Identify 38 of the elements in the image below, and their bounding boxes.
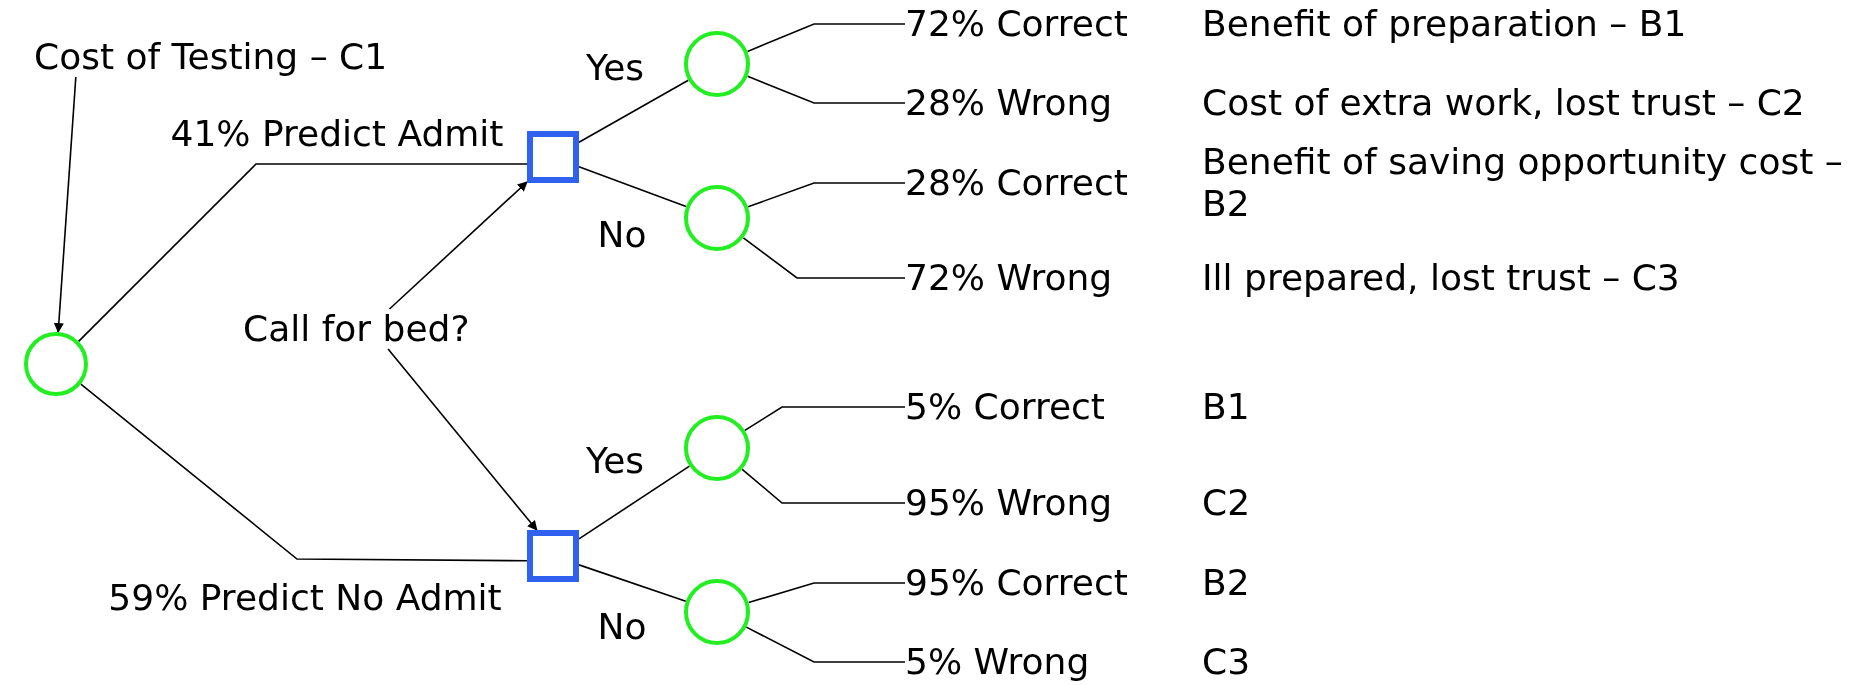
outcome-label: 95% Wrong <box>905 483 1113 523</box>
outcome-description: B2 <box>1202 562 1251 604</box>
branch-line <box>746 23 906 53</box>
outcome-label: 95% Correct <box>905 563 1128 603</box>
arrow <box>388 181 528 310</box>
decision-square <box>527 131 579 183</box>
outcome-description: Cost of extra work, lost trust – C2 <box>1202 82 1806 124</box>
outcome-label: 72% Correct <box>905 4 1128 44</box>
branch-line <box>742 237 906 279</box>
branch-line <box>744 406 906 432</box>
node-label: Call for bed? <box>243 309 470 349</box>
branch-line <box>746 75 906 104</box>
outcome-description: Benefit of preparation – B1 <box>1202 3 1688 45</box>
outcome-label: 28% Wrong <box>905 83 1113 123</box>
node-label: Cost of Testing – C1 <box>34 37 388 77</box>
branch-line <box>578 465 691 540</box>
outcome-label: 5% Correct <box>905 387 1105 427</box>
branch-line <box>747 182 906 208</box>
outcome-description: Benefit of saving opportunity cost – B2 <box>1202 141 1844 225</box>
arrow <box>53 76 77 334</box>
outcome-label: 28% Correct <box>905 163 1128 203</box>
branch-line <box>747 582 906 604</box>
branch-line <box>741 468 906 504</box>
branch-line <box>77 163 528 343</box>
decision-square <box>527 530 579 582</box>
outcome-description: Ill prepared, lost trust – C3 <box>1202 257 1681 299</box>
branch-line <box>578 79 690 144</box>
branch-line <box>578 564 687 603</box>
branch-line <box>578 165 687 208</box>
branch-line <box>80 383 528 562</box>
outcome-description: B1 <box>1202 386 1251 428</box>
chance-circle <box>24 332 88 396</box>
branch-line <box>745 626 906 663</box>
outcome-label: 72% Wrong <box>905 258 1113 298</box>
outcome-description: C3 <box>1202 641 1252 683</box>
arrow <box>387 348 538 531</box>
outcome-description: C2 <box>1202 482 1252 524</box>
outcome-label: 5% Wrong <box>905 642 1090 682</box>
